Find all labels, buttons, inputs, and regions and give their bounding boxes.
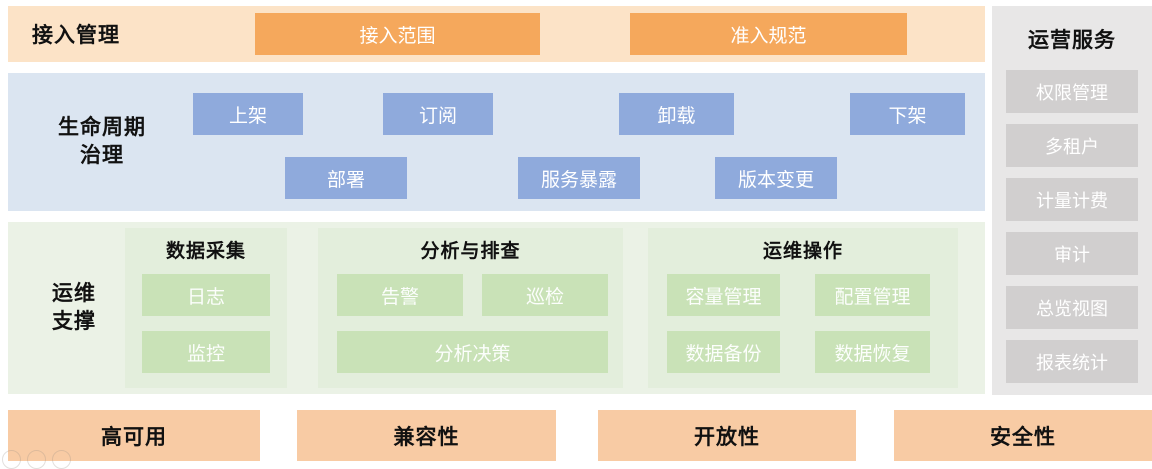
operation-services-column: 运营服务 权限管理 多租户 计量计费 审计 总览视图 报表统计 [992,6,1152,395]
log-box: 日志 [142,274,270,316]
subscribe-box: 订阅 [383,93,493,135]
permission-management-box: 权限管理 [1006,70,1138,113]
lifecycle-title-line2: 治理 [80,144,124,167]
version-change-box: 版本变更 [715,157,837,199]
data-recovery-box: 数据恢复 [815,331,930,373]
om-operations-title: 运维操作 [762,241,843,262]
overview-view-box: 总览视图 [1006,286,1138,329]
high-availability-box: 高可用 [8,410,260,461]
analysis-troubleshooting-title: 分析与排查 [420,241,521,262]
operation-services-title: 运营服务 [1028,29,1116,52]
om-operations-panel: 运维操作 容量管理 配置管理 数据备份 数据恢复 [648,228,958,388]
multi-tenant-box: 多租户 [1006,124,1138,167]
uninstall-box: 卸载 [619,93,734,135]
lifecycle-governance-band: 生命周期 治理 上架 订阅 卸载 下架 部署 服务暴露 版本变更 [8,73,985,211]
openness-box: 开放性 [598,410,856,461]
compatibility-box: 兼容性 [297,410,556,461]
capacity-management-box: 容量管理 [667,274,780,316]
data-backup-box: 数据备份 [667,331,780,373]
om-band-title: 运维 支撑 [22,222,126,394]
lifecycle-title-line1: 生命周期 [58,115,146,139]
watermark-circle [2,450,21,469]
watermark-circle [52,450,71,469]
config-management-box: 配置管理 [815,274,930,316]
watermark-circle [27,450,46,469]
access-management-band: 接入管理 接入范围 准入规范 [8,6,985,62]
metering-billing-box: 计量计费 [1006,178,1138,221]
deploy-box: 部署 [285,157,407,199]
watermark-circles [2,450,82,469]
om-title-line2: 支撑 [52,310,96,333]
data-collection-panel: 数据采集 日志 监控 [125,228,287,388]
audit-box: 审计 [1006,232,1138,275]
om-support-band: 运维 支撑 数据采集 日志 监控 分析与排查 告警 巡检 分析决策 运维操作 容… [8,222,985,394]
analysis-decision-box: 分析决策 [337,331,608,373]
analysis-troubleshooting-panel: 分析与排查 告警 巡检 分析决策 [318,228,623,388]
report-statistics-box: 报表统计 [1006,340,1138,383]
lifecycle-band-title: 生命周期 治理 [22,73,182,211]
monitoring-box: 监控 [142,331,270,373]
publish-box: 上架 [193,93,303,135]
admission-spec-box: 准入规范 [630,13,907,55]
access-scope-box: 接入范围 [255,13,540,55]
om-title-line1: 运维 [52,281,96,305]
inspection-box: 巡检 [482,274,608,316]
access-band-title: 接入管理 [32,24,120,47]
alert-box: 告警 [337,274,463,316]
data-collection-title: 数据采集 [165,241,246,262]
security-box: 安全性 [894,410,1152,461]
service-exposure-box: 服务暴露 [518,157,640,199]
takedown-box: 下架 [850,93,965,135]
